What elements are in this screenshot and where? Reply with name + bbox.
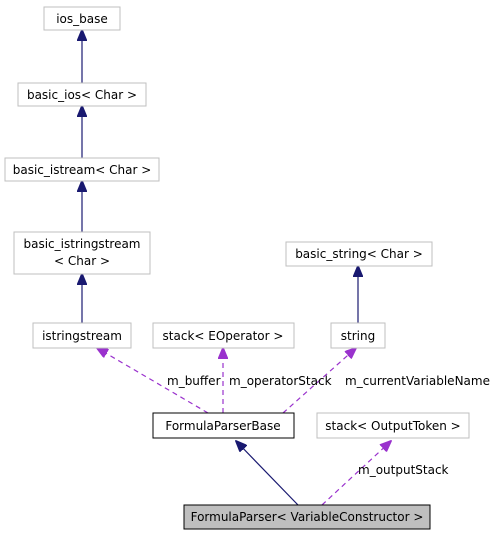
edge-labels: m_buffer m_operatorStack m_currentVariab… bbox=[167, 374, 490, 477]
node-basic-istringstream[interactable]: basic_istringstream < Char > bbox=[13, 231, 151, 275]
node-stack-outputtoken[interactable]: stack< OutputToken > bbox=[316, 412, 470, 439]
label-m-current-variable-name: m_currentVariableName bbox=[345, 374, 490, 388]
inheritance-edges bbox=[82, 30, 358, 506]
node-label: ios_base bbox=[56, 12, 108, 26]
node-istringstream[interactable]: istringstream bbox=[32, 322, 132, 349]
node-label: stack< EOperator > bbox=[163, 329, 284, 343]
node-basic-istream[interactable]: basic_istream< Char > bbox=[4, 157, 160, 182]
node-stack-eoperator[interactable]: stack< EOperator > bbox=[152, 322, 295, 349]
node-label: FormulaParser< VariableConstructor > bbox=[191, 510, 424, 524]
node-label: basic_istream< Char > bbox=[13, 163, 152, 177]
node-label-line-1: basic_istringstream bbox=[24, 237, 141, 251]
edge-base-to-istringstream bbox=[97, 348, 209, 414]
edge-base-to-string bbox=[282, 348, 356, 414]
node-label: basic_string< Char > bbox=[295, 247, 423, 261]
label-m-output-stack: m_outputStack bbox=[358, 463, 449, 477]
node-label: FormulaParserBase bbox=[165, 419, 280, 433]
label-m-operator-stack: m_operatorStack bbox=[229, 374, 332, 388]
edge-formula-parser-to-stack-outputtoken bbox=[321, 441, 391, 506]
node-basic-string[interactable]: basic_string< Char > bbox=[285, 241, 433, 267]
node-string[interactable]: string bbox=[330, 322, 386, 349]
node-label: string bbox=[341, 329, 375, 343]
node-label: stack< OutputToken > bbox=[325, 419, 460, 433]
node-label: basic_ios< Char > bbox=[27, 88, 137, 102]
node-formula-parser[interactable]: FormulaParser< VariableConstructor > bbox=[183, 504, 431, 530]
node-ios-base[interactable]: ios_base bbox=[43, 6, 121, 31]
node-formula-parser-base[interactable]: FormulaParserBase bbox=[152, 412, 295, 439]
node-label-line-2: < Char > bbox=[54, 254, 110, 268]
node-basic-ios[interactable]: basic_ios< Char > bbox=[17, 82, 147, 107]
node-label: istringstream bbox=[42, 329, 122, 343]
label-m-buffer: m_buffer bbox=[167, 374, 221, 388]
usage-edges bbox=[97, 348, 391, 506]
edge-formula-parser-to-base bbox=[236, 441, 299, 506]
